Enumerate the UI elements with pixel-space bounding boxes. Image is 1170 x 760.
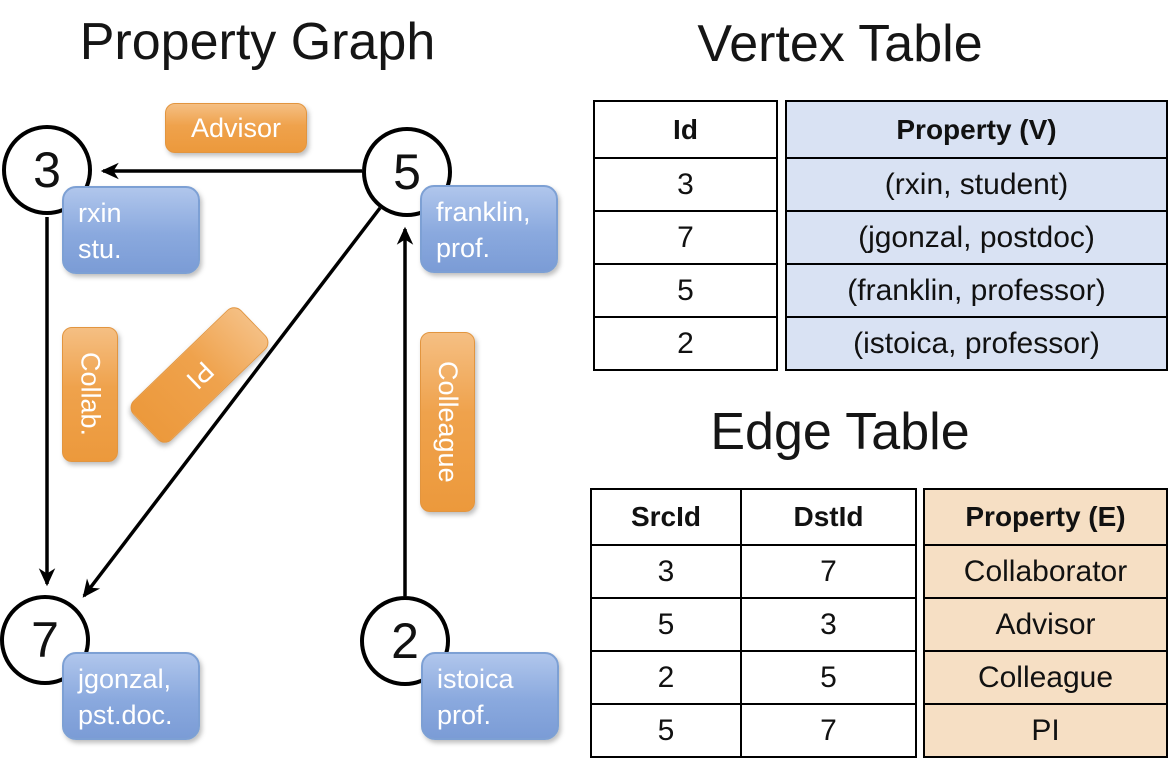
edge-srcid-cell: 3	[592, 546, 742, 597]
edge-dstid-cell: 3	[820, 607, 837, 641]
vertex-table-property-header: Property (V)	[896, 113, 1057, 145]
node-2-id: 2	[391, 613, 419, 669]
edge-table-title: Edge Table	[710, 403, 970, 461]
vertex-table-title: Vertex Table	[697, 15, 983, 73]
vertex-property-cell: (istoica, professor)	[853, 326, 1100, 360]
vertex-id-cell: 7	[677, 220, 694, 254]
vertex-table-id-column: Id 3 7 5 2	[593, 100, 778, 371]
vertex-property-line: stu.	[78, 233, 122, 264]
property-graph-title: Property Graph	[79, 13, 436, 71]
edge-label-advisor: Advisor	[165, 103, 307, 153]
vertex-id-cell: 2	[677, 326, 694, 360]
edge-property-cell: Collaborator	[963, 554, 1128, 588]
edge-srcid-cell: 5	[592, 599, 742, 650]
vertex-property-box-franklin: franklin, prof.	[420, 185, 558, 273]
edge-dstid-cell: 7	[820, 713, 837, 747]
edge-table: SrcId DstId 3 7 5 3 2 5 5 7 Property (E)…	[590, 488, 1168, 758]
edge-table-property-column: Property (E) Collaborator Advisor Collea…	[923, 488, 1168, 758]
vertex-table: Id 3 7 5 2 Property (V) (rxin, student) …	[593, 100, 1168, 371]
edge-property-cell: Colleague	[977, 660, 1114, 694]
edge-srcid-cell: 2	[592, 652, 742, 703]
vertex-property-line: prof.	[436, 232, 491, 263]
edge-property-cell: Advisor	[995, 607, 1096, 641]
graph-node-5: 5	[362, 127, 452, 217]
vertex-id-cell: 3	[677, 167, 694, 201]
vertex-property-line: franklin,	[436, 197, 531, 227]
edge-label-colleague: Colleague	[420, 332, 475, 512]
edge-label-text: Colleague	[433, 361, 463, 483]
graph-node-2: 2	[360, 596, 450, 686]
vertex-id-cell: 5	[677, 273, 694, 307]
vertex-property-box-istoica: istoica prof.	[421, 652, 559, 740]
node-7-id: 7	[31, 612, 59, 668]
vertex-property-line: rxin	[78, 198, 122, 228]
edge-label-text: Advisor	[190, 112, 282, 143]
vertex-table-property-column: Property (V) (rxin, student) (jgonzal, p…	[785, 100, 1168, 371]
node-5-id: 5	[393, 144, 421, 200]
vertex-property-line: pst.doc.	[78, 699, 173, 730]
vertex-property-cell: (jgonzal, postdoc)	[858, 220, 1095, 254]
edge-label-text: Collab.	[75, 352, 106, 437]
graph-edges-canvas	[38, 162, 414, 598]
vertex-property-line: istoica	[437, 664, 514, 694]
edge-property-cell: PI	[1031, 713, 1060, 747]
vertex-property-cell: (rxin, student)	[884, 167, 1069, 201]
vertex-property-box-jgonzal: jgonzal, pst.doc.	[62, 652, 200, 740]
node-3-id: 3	[33, 142, 61, 198]
edge-label-text: PI	[180, 355, 220, 396]
vertex-table-id-header: Id	[673, 113, 698, 145]
edge-arrow-5-to-7	[82, 206, 382, 598]
edge-table-property-header: Property (E)	[965, 501, 1126, 532]
edge-table-id-columns: SrcId DstId 3 7 5 3 2 5 5 7	[590, 488, 917, 758]
edge-label-collab: Collab.	[62, 327, 118, 462]
edge-srcid-cell: 5	[592, 705, 742, 756]
edge-dstid-cell: 7	[820, 554, 837, 588]
vertex-property-line: jgonzal,	[78, 664, 172, 694]
edge-table-srcid-header: SrcId	[592, 490, 742, 544]
edge-table-dstid-header: DstId	[793, 501, 864, 532]
vertex-property-box-rxin: rxin stu.	[62, 186, 200, 274]
vertex-property-cell: (franklin, professor)	[847, 273, 1106, 307]
vertex-property-line: prof.	[437, 699, 492, 730]
edge-dstid-cell: 5	[820, 660, 837, 694]
